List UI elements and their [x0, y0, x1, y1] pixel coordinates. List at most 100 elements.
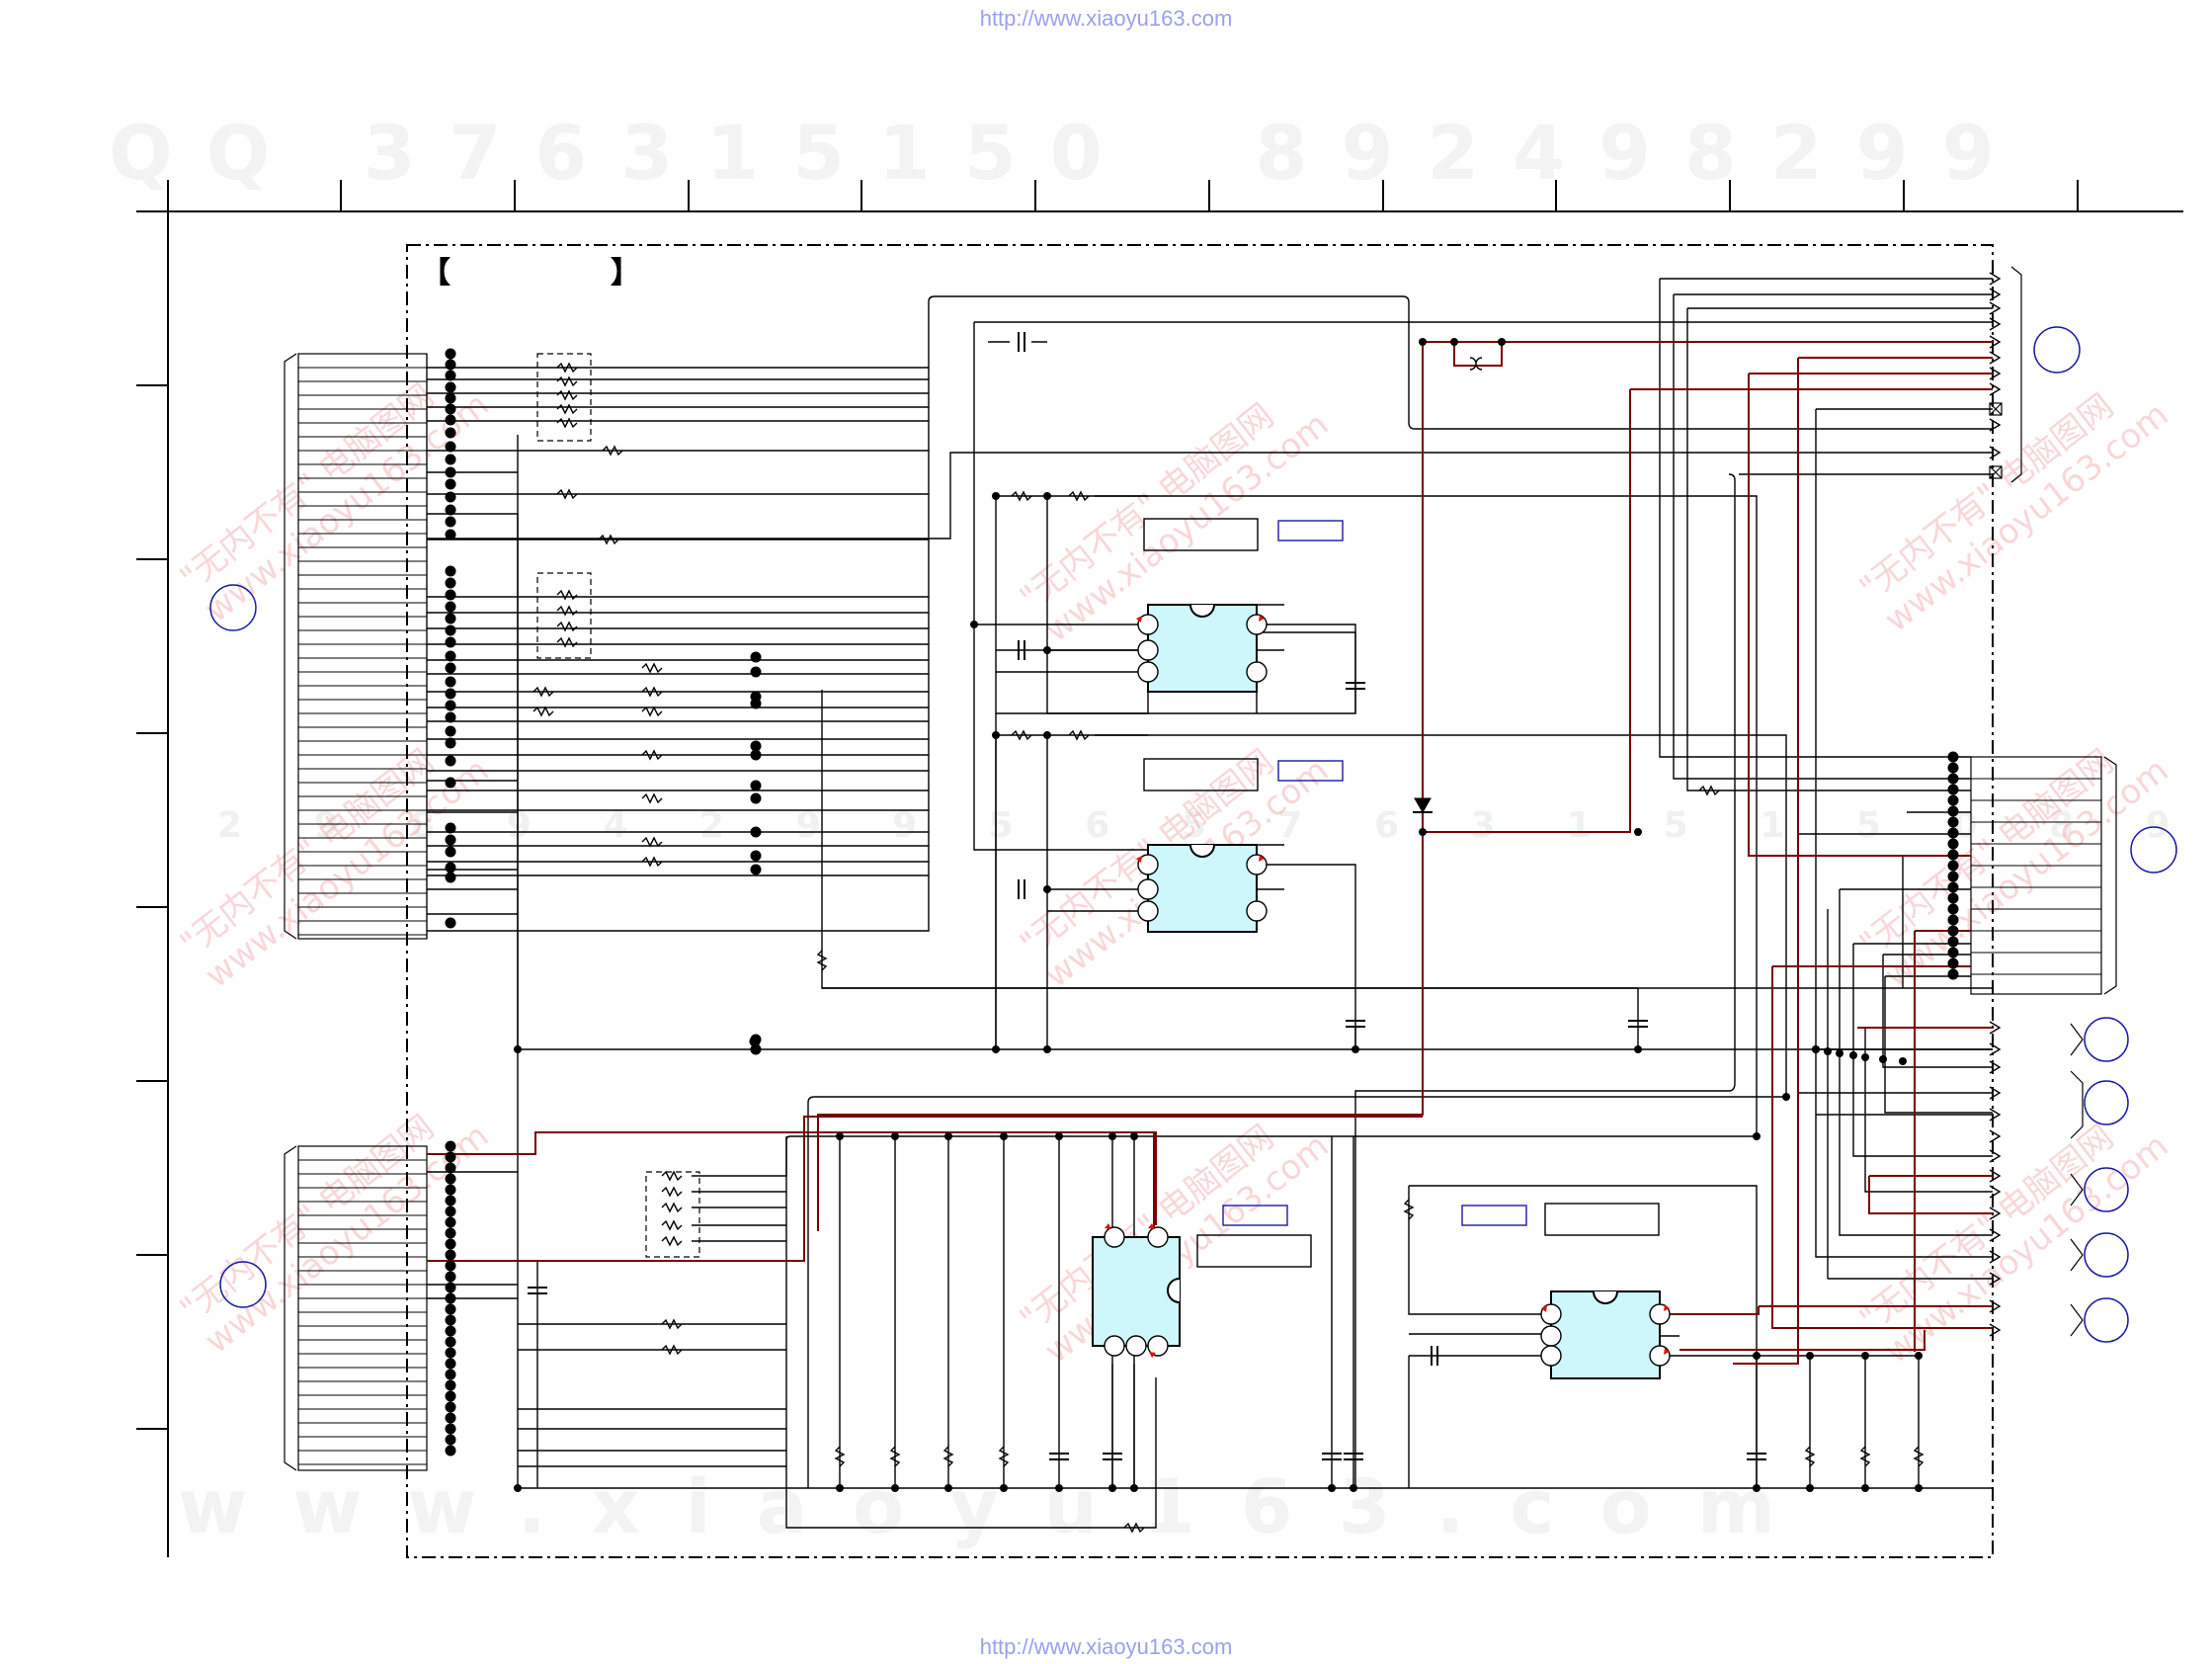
resistor-icon: [556, 376, 578, 386]
pad-dot: [445, 1238, 456, 1250]
pad-dot: [445, 1369, 456, 1380]
pad-dot: [1947, 947, 1959, 958]
resistor-icon: [556, 590, 578, 600]
pad-dot: [445, 1401, 456, 1413]
connector-right-top: [2010, 266, 2081, 483]
junction-dot: [1450, 338, 1458, 346]
junction-dot: [1055, 1484, 1063, 1492]
signal-wire: [1839, 888, 1993, 1236]
pad-dot: [445, 1260, 456, 1272]
pad-dot: [445, 516, 456, 528]
pad-dot: [445, 589, 456, 601]
resistor-icon: [661, 1203, 683, 1212]
pad-dot: [445, 1282, 456, 1293]
pad-dot: [445, 822, 456, 834]
power-wire: [1771, 965, 1993, 1329]
junction-dot: [1328, 1484, 1336, 1492]
junction-dot: [891, 1484, 899, 1492]
ic-pin: [1649, 1345, 1671, 1367]
pad-dot: [445, 636, 456, 648]
junction-dot: [1000, 1484, 1008, 1492]
junction-dot: [891, 1132, 899, 1140]
pad-dot: [445, 478, 456, 490]
power-wire: [1748, 373, 1993, 857]
ic-pin: [1104, 1335, 1125, 1357]
junction-dot: [1498, 338, 1506, 346]
ic-pin: [1147, 1335, 1169, 1357]
sheet-frame: [136, 180, 2183, 1557]
signal-wire: [807, 734, 1787, 1488]
junction-dot: [514, 1045, 522, 1053]
pad-dot: [445, 1173, 456, 1185]
ic-pin: [1147, 1226, 1169, 1248]
pad-dot: [749, 1036, 761, 1047]
ic-package-icon: [1092, 1236, 1181, 1347]
junction-dot: [944, 1132, 952, 1140]
power-wire: [1679, 1330, 1925, 1351]
pin-flag: [1664, 1304, 1670, 1311]
pad-dot: [445, 1423, 456, 1435]
no-connect-terminal-icon: [1989, 465, 2003, 479]
pad-dot: [445, 1216, 456, 1228]
pad-dot: [445, 1162, 456, 1174]
signal-wire: [996, 631, 1356, 714]
ic-pin: [1137, 878, 1159, 900]
ic-pin: [1137, 614, 1159, 635]
watermark-qq-line: QQ 376315150 892498299: [109, 109, 2028, 197]
pad-dot: [445, 1140, 456, 1152]
pad-dot: [445, 491, 456, 503]
pad-dot: [1947, 849, 1959, 861]
pad-dot: [445, 504, 456, 516]
junction-dot: [514, 1484, 522, 1492]
resistor-array-boxes: [536, 353, 700, 1258]
junction-dot: [992, 1045, 1000, 1053]
pad-dot: [1947, 914, 1959, 926]
pad-dot: [445, 1347, 456, 1359]
junction-dot: [1753, 1132, 1761, 1140]
junction-dot: [1806, 1352, 1814, 1360]
ic-pin: [1246, 661, 1268, 683]
no-connect-terminal-icon: [1989, 402, 2003, 416]
junction-dot: [1055, 1132, 1063, 1140]
connector-circle-icon: [2084, 1080, 2129, 1125]
watermark-site-line: www.xiaoyu163.com: [178, 1462, 1821, 1550]
junction-dot: [992, 492, 1000, 500]
connector-right: [1970, 756, 2177, 995]
connector-circle-icon: [2033, 326, 2081, 374]
pad-dot: [445, 917, 456, 929]
open-terminal-icon: [1989, 317, 2001, 331]
pad-dot: [445, 700, 456, 711]
watermark-url-bottom[interactable]: http://www.xiaoyu163.com: [979, 1634, 1233, 1659]
pad-dot: [1947, 773, 1959, 785]
ic-package-icon: [1147, 844, 1258, 933]
pad-dot: [1947, 762, 1959, 774]
pad-dot: [750, 749, 762, 761]
connector-circle-icon: [2084, 1017, 2129, 1062]
resistor-icon: [641, 663, 663, 673]
pad-dot: [445, 755, 456, 767]
board-outline: [406, 244, 1994, 1558]
ic-package-icon: [1147, 604, 1258, 693]
junction-dot: [1753, 1352, 1761, 1360]
ic-package-icon: [1550, 1290, 1661, 1379]
watermark-url-top[interactable]: http://www.xiaoyu163.com: [979, 6, 1233, 31]
pin-flag: [1136, 616, 1142, 623]
pad-dot: [445, 862, 456, 874]
open-terminal-icon: [1989, 1129, 2001, 1143]
pad-dot: [445, 1184, 456, 1196]
pin-flag: [1148, 1223, 1155, 1229]
pad-dot: [750, 698, 762, 709]
ic-pin: [1540, 1325, 1562, 1347]
pad-dot: [445, 872, 456, 883]
junction-dot: [1352, 1045, 1359, 1053]
pad-dot: [750, 850, 762, 862]
junction-dot: [836, 1132, 844, 1140]
pad-dot: [445, 725, 456, 737]
junction-dot: [836, 1484, 844, 1492]
junction-dot: [1043, 492, 1051, 500]
signal-wire: [1659, 278, 1993, 758]
pad-dot: [1947, 957, 1959, 969]
pad-dot: [1947, 784, 1959, 795]
junction-dot: [1806, 1484, 1814, 1492]
